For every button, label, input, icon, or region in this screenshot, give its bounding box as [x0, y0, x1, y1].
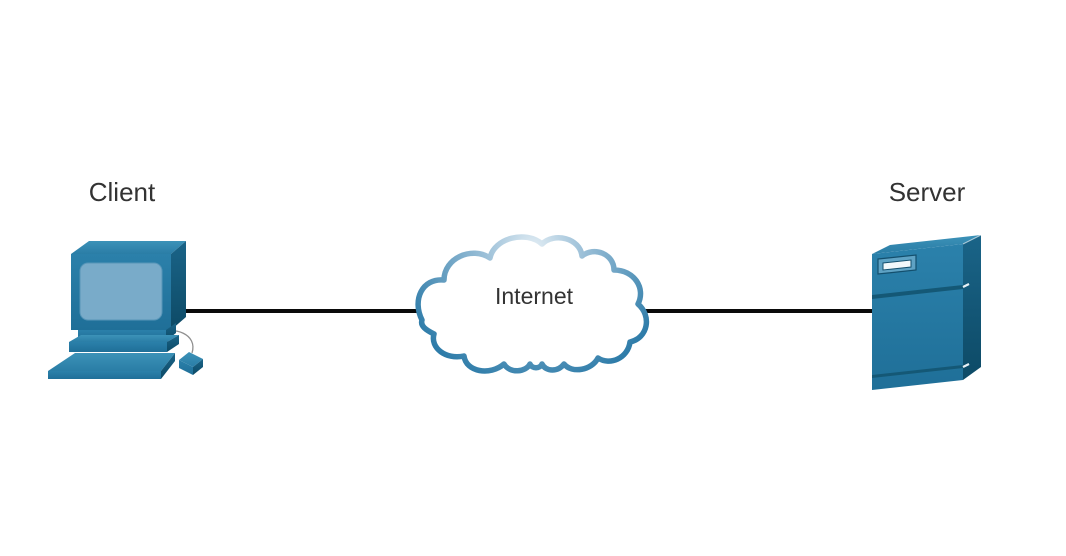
cloud-icon [415, 234, 650, 374]
base-front [69, 342, 167, 352]
server-notch-upper [962, 283, 970, 288]
mouse-top [179, 352, 203, 367]
mouse-side [193, 359, 203, 375]
mouse-front [179, 360, 193, 375]
desktop-computer-icon [48, 241, 203, 379]
monitor-stand [69, 323, 179, 352]
monitor-side-face [171, 241, 186, 330]
keyboard-side [161, 353, 175, 379]
server-top-edge-highlight [962, 234, 982, 245]
keyboard-front [48, 371, 161, 379]
server-notch-lower [962, 363, 970, 368]
keyboard-top [48, 353, 175, 371]
base-top [69, 335, 179, 342]
server-front-face [872, 244, 963, 390]
base-side [167, 335, 179, 352]
internet-label: Internet [495, 283, 573, 309]
server-groove-upper [872, 285, 963, 299]
keyboard [48, 353, 175, 379]
server-side-face [963, 235, 981, 380]
monitor-top-face [71, 241, 186, 254]
server-chassis [872, 234, 982, 390]
mouse [179, 352, 203, 375]
drive-slot-face [882, 259, 912, 271]
server-label: Server [888, 177, 966, 207]
monitor-screen [79, 262, 163, 321]
server-top-face [872, 235, 981, 254]
client-label: Client [88, 177, 156, 207]
server-groove-lower [872, 365, 963, 378]
cloud-outline [415, 234, 650, 374]
server-drive-slot [877, 254, 917, 275]
monitor [71, 241, 186, 330]
server-tower-icon [872, 234, 982, 390]
